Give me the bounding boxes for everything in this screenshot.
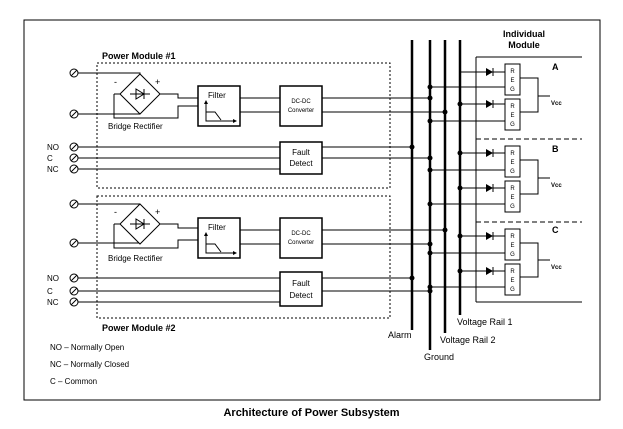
bridge-rectifier-label: Bridge Rectifier (108, 122, 163, 131)
svg-text:G: G (510, 252, 515, 258)
vcc-label: Vcc (551, 265, 562, 271)
svg-text:G: G (510, 87, 515, 93)
output-b: B R E G R E G Vcc (427, 144, 562, 213)
ground-bus-label: Ground (424, 352, 454, 362)
fault-label-line-2: Detect (289, 291, 313, 300)
diode-icon (486, 267, 493, 275)
bus-lines: Alarm Ground Voltage Rail 2 Voltage Rail… (388, 40, 513, 362)
svg-text:R: R (510, 151, 515, 157)
legend-item-nc: NC – Normally Closed (50, 360, 130, 369)
filter-label: Filter (208, 223, 226, 232)
contact-no-label: NO (47, 274, 59, 283)
reg-block (504, 63, 521, 96)
dc-dc-converter-block (279, 85, 323, 127)
converter-label-line-2: Converter (288, 240, 314, 246)
svg-text:R: R (510, 186, 515, 192)
converter-label-line-1: DC-DC (291, 99, 311, 105)
vcc-label: Vcc (551, 101, 562, 107)
diagram-frame (23, 19, 601, 401)
svg-text:G: G (510, 287, 515, 293)
svg-text:R: R (510, 69, 515, 75)
figure-caption: Architecture of Power Subsystem (223, 407, 400, 419)
svg-text:E: E (510, 160, 514, 166)
svg-text:E: E (510, 195, 514, 201)
contact-c-label: C (47, 154, 53, 163)
svg-text:R: R (510, 104, 515, 110)
svg-text:R: R (510, 269, 515, 275)
legend: NO – Normally Open NC – Normally Closed … (50, 343, 129, 394)
diode-icon (486, 100, 493, 108)
reg-block (504, 263, 521, 296)
individual-module-label-line-2: Module (508, 40, 540, 50)
output-c: C R E G R E G Vcc (427, 225, 562, 296)
svg-text:E: E (510, 113, 514, 119)
voltage-rail-1-label: Voltage Rail 1 (457, 317, 513, 327)
module-1-label: Power Module #1 (102, 51, 176, 61)
reg-block (504, 180, 521, 213)
output-a: A R E G R E G Vcc (427, 62, 562, 131)
converter-label-line-1: DC-DC (291, 231, 311, 237)
reg-block (504, 228, 521, 261)
output-b-label: B (552, 144, 559, 154)
bridge-plus: + (155, 207, 160, 217)
fault-label-line-2: Detect (289, 159, 313, 168)
filter-response-icon (205, 235, 234, 254)
module-2-boundary (96, 195, 391, 319)
svg-text:G: G (510, 122, 515, 128)
bridge-minus: - (114, 207, 117, 217)
vcc-label: Vcc (551, 183, 562, 189)
reg-block (504, 145, 521, 178)
individual-module-label-line-1: Individual (503, 29, 545, 39)
bridge-rectifier-label: Bridge Rectifier (108, 254, 163, 263)
fault-label-line-1: Fault (292, 279, 311, 288)
converter-label-line-2: Converter (288, 108, 314, 114)
contact-nc-label: NC (47, 298, 59, 307)
svg-text:E: E (510, 278, 514, 284)
svg-text:E: E (510, 243, 514, 249)
individual-module-area: Individual Module A R E G R E G Vcc (427, 29, 582, 303)
svg-text:R: R (510, 234, 515, 240)
module-2-label: Power Module #2 (102, 323, 176, 333)
svg-text:G: G (510, 204, 515, 210)
contact-no-label: NO (47, 143, 59, 152)
bridge-minus: - (114, 77, 117, 87)
filter-label: Filter (208, 91, 226, 100)
diode-icon (486, 232, 493, 240)
module-1-boundary (96, 62, 391, 189)
fault-label-line-1: Fault (292, 148, 311, 157)
diode-icon (486, 68, 493, 76)
legend-item-no: NO – Normally Open (50, 343, 125, 352)
fault-detect-block (279, 271, 323, 307)
contact-c-label: C (47, 287, 53, 296)
output-a-label: A (552, 62, 559, 72)
bridge-plus: + (155, 77, 160, 87)
svg-text:G: G (510, 169, 515, 175)
contact-nc-label: NC (47, 165, 59, 174)
output-c-label: C (552, 225, 559, 235)
legend-item-c: C – Common (50, 377, 98, 386)
svg-text:E: E (510, 78, 514, 84)
filter-response-icon (205, 103, 234, 122)
diode-icon (486, 149, 493, 157)
dc-dc-converter-block (279, 217, 323, 259)
power-module-1: Power Module #1 - + Bridge Rectifier Fil… (47, 51, 445, 189)
reg-block (504, 98, 521, 131)
diode-icon (486, 184, 493, 192)
fault-detect-block (279, 141, 323, 175)
power-module-2: Power Module #2 - + Bridge Rectifier Fil… (47, 195, 445, 333)
alarm-bus-label: Alarm (388, 330, 412, 340)
voltage-rail-2-label: Voltage Rail 2 (440, 335, 496, 345)
